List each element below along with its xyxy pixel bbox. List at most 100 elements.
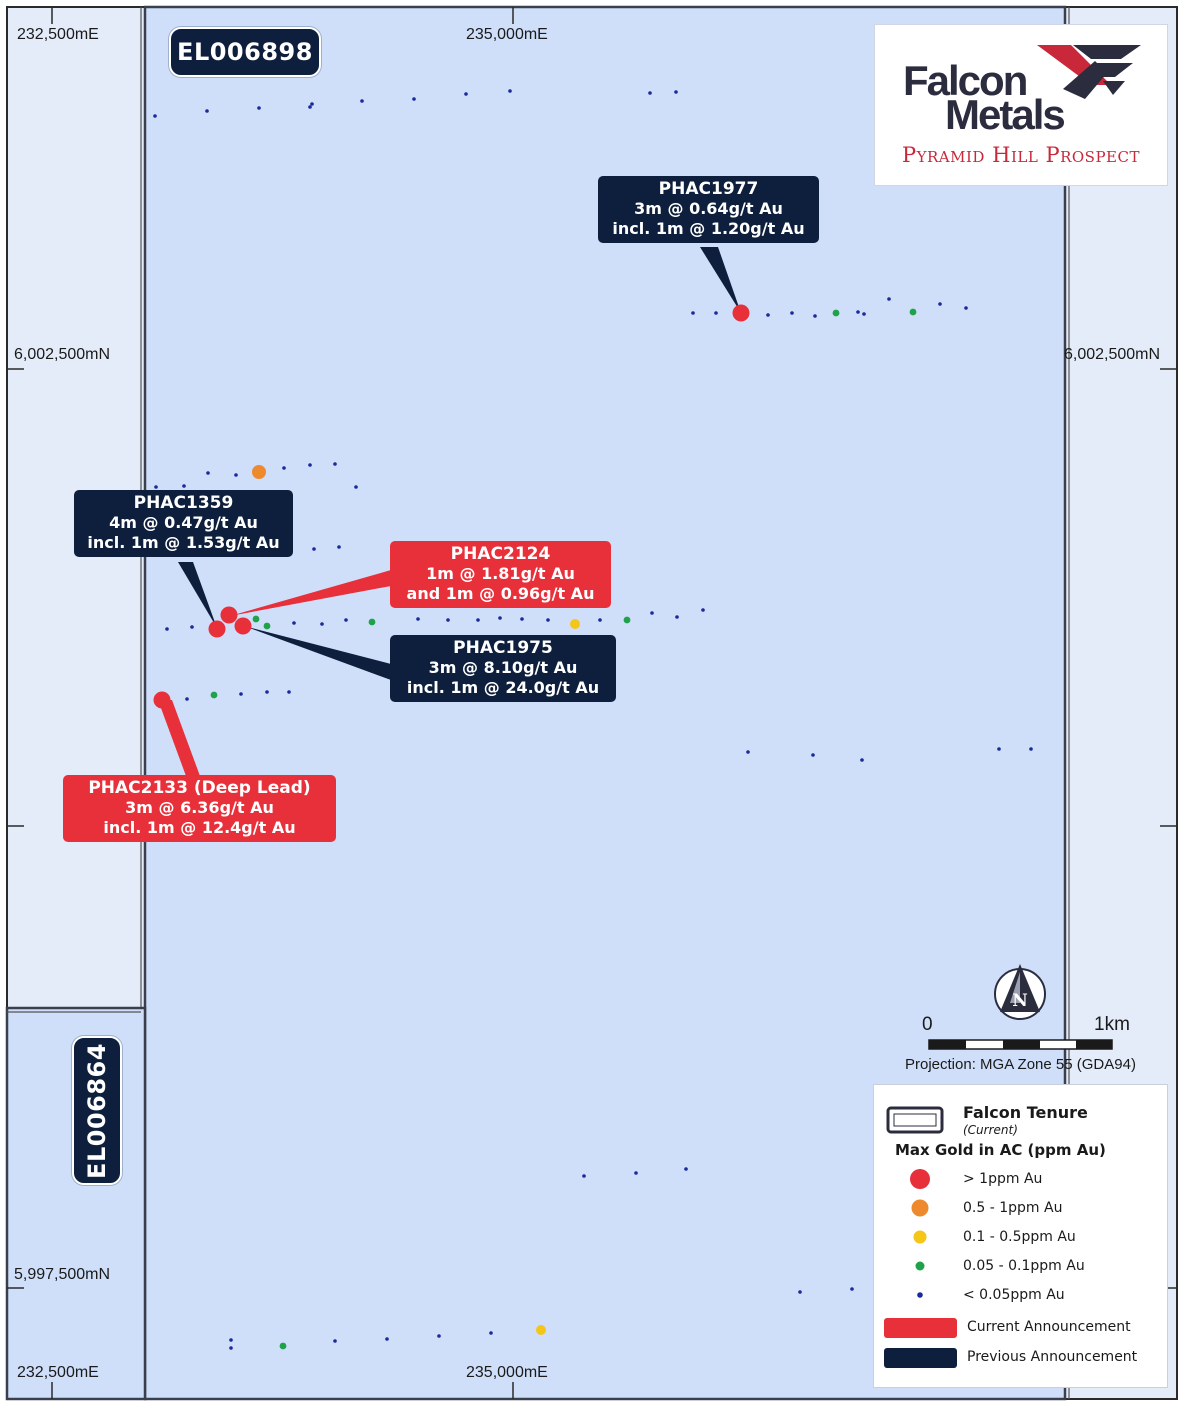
drillhole-lt005ppm [229,1346,233,1350]
drillhole-lt005ppm [312,547,316,551]
drillhole-lt005ppm [190,625,194,629]
logo-word-falcon: Falcon [903,57,1028,104]
drillhole-lt005ppm [308,105,312,109]
drillhole-lt005ppm [165,627,169,631]
legend-class-label: 0.1 - 0.5ppm Au [963,1229,1076,1245]
drillhole-lt005ppm [292,621,296,625]
tenement-label-el006864-text: EL006864 [83,1042,112,1179]
grid-label-northing: 6,002,500mN [14,346,111,363]
legend-previous-label: Previous Announcement [967,1349,1138,1365]
drillhole-lt005ppm [416,617,420,621]
drillhole-005-01ppm [368,618,376,626]
callout-intercept: 3m @ 0.64g/t Au [634,199,783,218]
drillhole-lt005ppm [766,313,770,317]
legend-marker-05-1 [911,1199,929,1217]
grid-label-northing: 5,997,500mN [14,1266,111,1283]
drillhole-01-05ppm [570,619,580,629]
grid-label-northing: 6,002,500mN [1064,346,1161,363]
legend-class-label: > 1ppm Au [963,1171,1043,1187]
callout-title: PHAC1977 [658,179,759,199]
callout-intercept-incl: incl. 1m @ 1.20g/t Au [612,219,805,238]
drillhole-lt005ppm [333,1339,337,1343]
drillhole-lt005ppm [229,1338,233,1342]
drillhole-lt005ppm [320,622,324,626]
drillhole-lt005ppm [333,462,337,466]
legend-class-label: < 0.05ppm Au [963,1287,1065,1303]
drillhole-lt005ppm [437,1334,441,1338]
falcon-wing-icon [1037,45,1141,99]
drillhole-lt005ppm [234,473,238,477]
callout-title: PHAC1359 [133,493,234,513]
drillhole-lt005ppm [310,102,314,106]
grid-label-easting: 235,000mE [466,26,548,43]
drillhole-lt005ppm [385,1337,389,1341]
drillhole-collars [153,89,1033,1350]
drillhole-lt005ppm [701,608,705,612]
legend-symbols [910,1169,930,1298]
drillhole-lt005ppm [489,1331,493,1335]
drillhole-lt005ppm [674,90,678,94]
leader-phac2133 [158,700,200,776]
drillhole-lt005ppm [684,1167,688,1171]
drillhole-lt005ppm [648,91,652,95]
drillhole-lt005ppm [790,311,794,315]
drillhole-lt005ppm [282,466,286,470]
drillhole-lt005ppm [546,618,550,622]
drillhole-lt005ppm [798,1290,802,1294]
drillhole-lt005ppm [337,545,341,549]
drillhole-lt005ppm [850,1287,854,1291]
legend-class-label: 0.05 - 0.1ppm Au [963,1258,1085,1274]
drillhole-lt005ppm [675,615,679,619]
drillhole-lt005ppm [520,617,524,621]
callout-title: PHAC2133 (Deep Lead) [88,778,311,798]
legend-tenure-title: Falcon Tenure [963,1103,1088,1122]
callout-intercept-incl: incl. 1m @ 24.0g/t Au [406,678,600,697]
drillhole-01-05ppm [536,1325,546,1335]
projection-note: Projection: MGA Zone 55 (GDA94) [905,1056,1136,1073]
grid-label-easting: 232,500mE [17,26,99,43]
callout-intercept: 3m @ 6.36g/t Au [125,798,274,817]
drillhole-lt005ppm [938,302,942,306]
north-arrow-icon [994,964,1046,1020]
drillhole-lt005ppm [464,92,468,96]
drillhole-005-01ppm [832,309,840,317]
grid-label-easting: 235,000mE [466,1364,548,1381]
drillhole-lt005ppm [476,618,480,622]
drillhole-lt005ppm [964,306,968,310]
drillhole-gt1ppm [208,620,226,638]
leader-phac1977 [700,247,741,313]
legend-marker-lt005 [917,1292,923,1298]
legend-current-label: Current Announcement [967,1319,1131,1335]
drillhole-lt005ppm [598,618,602,622]
legend-marker-01-05 [913,1230,927,1244]
drillhole-lt005ppm [714,311,718,315]
callout-phac2124[interactable]: PHAC2124 1m @ 1.81g/t Au and 1m @ 0.96g/… [390,541,611,608]
legend: Falcon Tenure (Current) Max Gold in AC (… [873,1084,1168,1388]
callout-intercept: 1m @ 1.81g/t Au [426,564,575,583]
drillhole-lt005ppm [182,484,186,488]
callout-phac2133[interactable]: PHAC2133 (Deep Lead) 3m @ 6.36g/t Au inc… [63,775,336,842]
grid-ticks [7,7,1177,1399]
drillhole-lt005ppm [412,97,416,101]
callout-phac1977[interactable]: PHAC1977 3m @ 0.64g/t Au incl. 1m @ 1.20… [598,176,819,243]
prospect-title: Pyramid Hill Prospect [901,143,1140,167]
drillhole-gt1ppm [732,304,750,322]
callout-title: PHAC2124 [450,544,551,564]
drillhole-lt005ppm [354,485,358,489]
drillhole-005-01ppm [279,1342,287,1350]
drillhole-lt005ppm [344,618,348,622]
drillhole-005-01ppm [210,691,218,699]
drillhole-lt005ppm [446,618,450,622]
drillhole-lt005ppm [360,99,364,103]
tenement-label-el006898: EL006898 [169,27,321,77]
callout-intercept-and: and 1m @ 0.96g/t Au [406,584,595,603]
scale-bar-label-start: 0 [922,1014,933,1035]
callout-phac1975[interactable]: PHAC1975 3m @ 8.10g/t Au incl. 1m @ 24.0… [390,635,616,702]
callout-intercept-incl: incl. 1m @ 12.4g/t Au [103,818,296,837]
leader-phac1975 [244,626,391,680]
callout-phac1359[interactable]: PHAC1359 4m @ 0.47g/t Au incl. 1m @ 1.53… [74,490,293,557]
drillhole-lt005ppm [860,758,864,762]
legend-marker-005-01 [915,1261,925,1271]
drillhole-lt005ppm [746,750,750,754]
